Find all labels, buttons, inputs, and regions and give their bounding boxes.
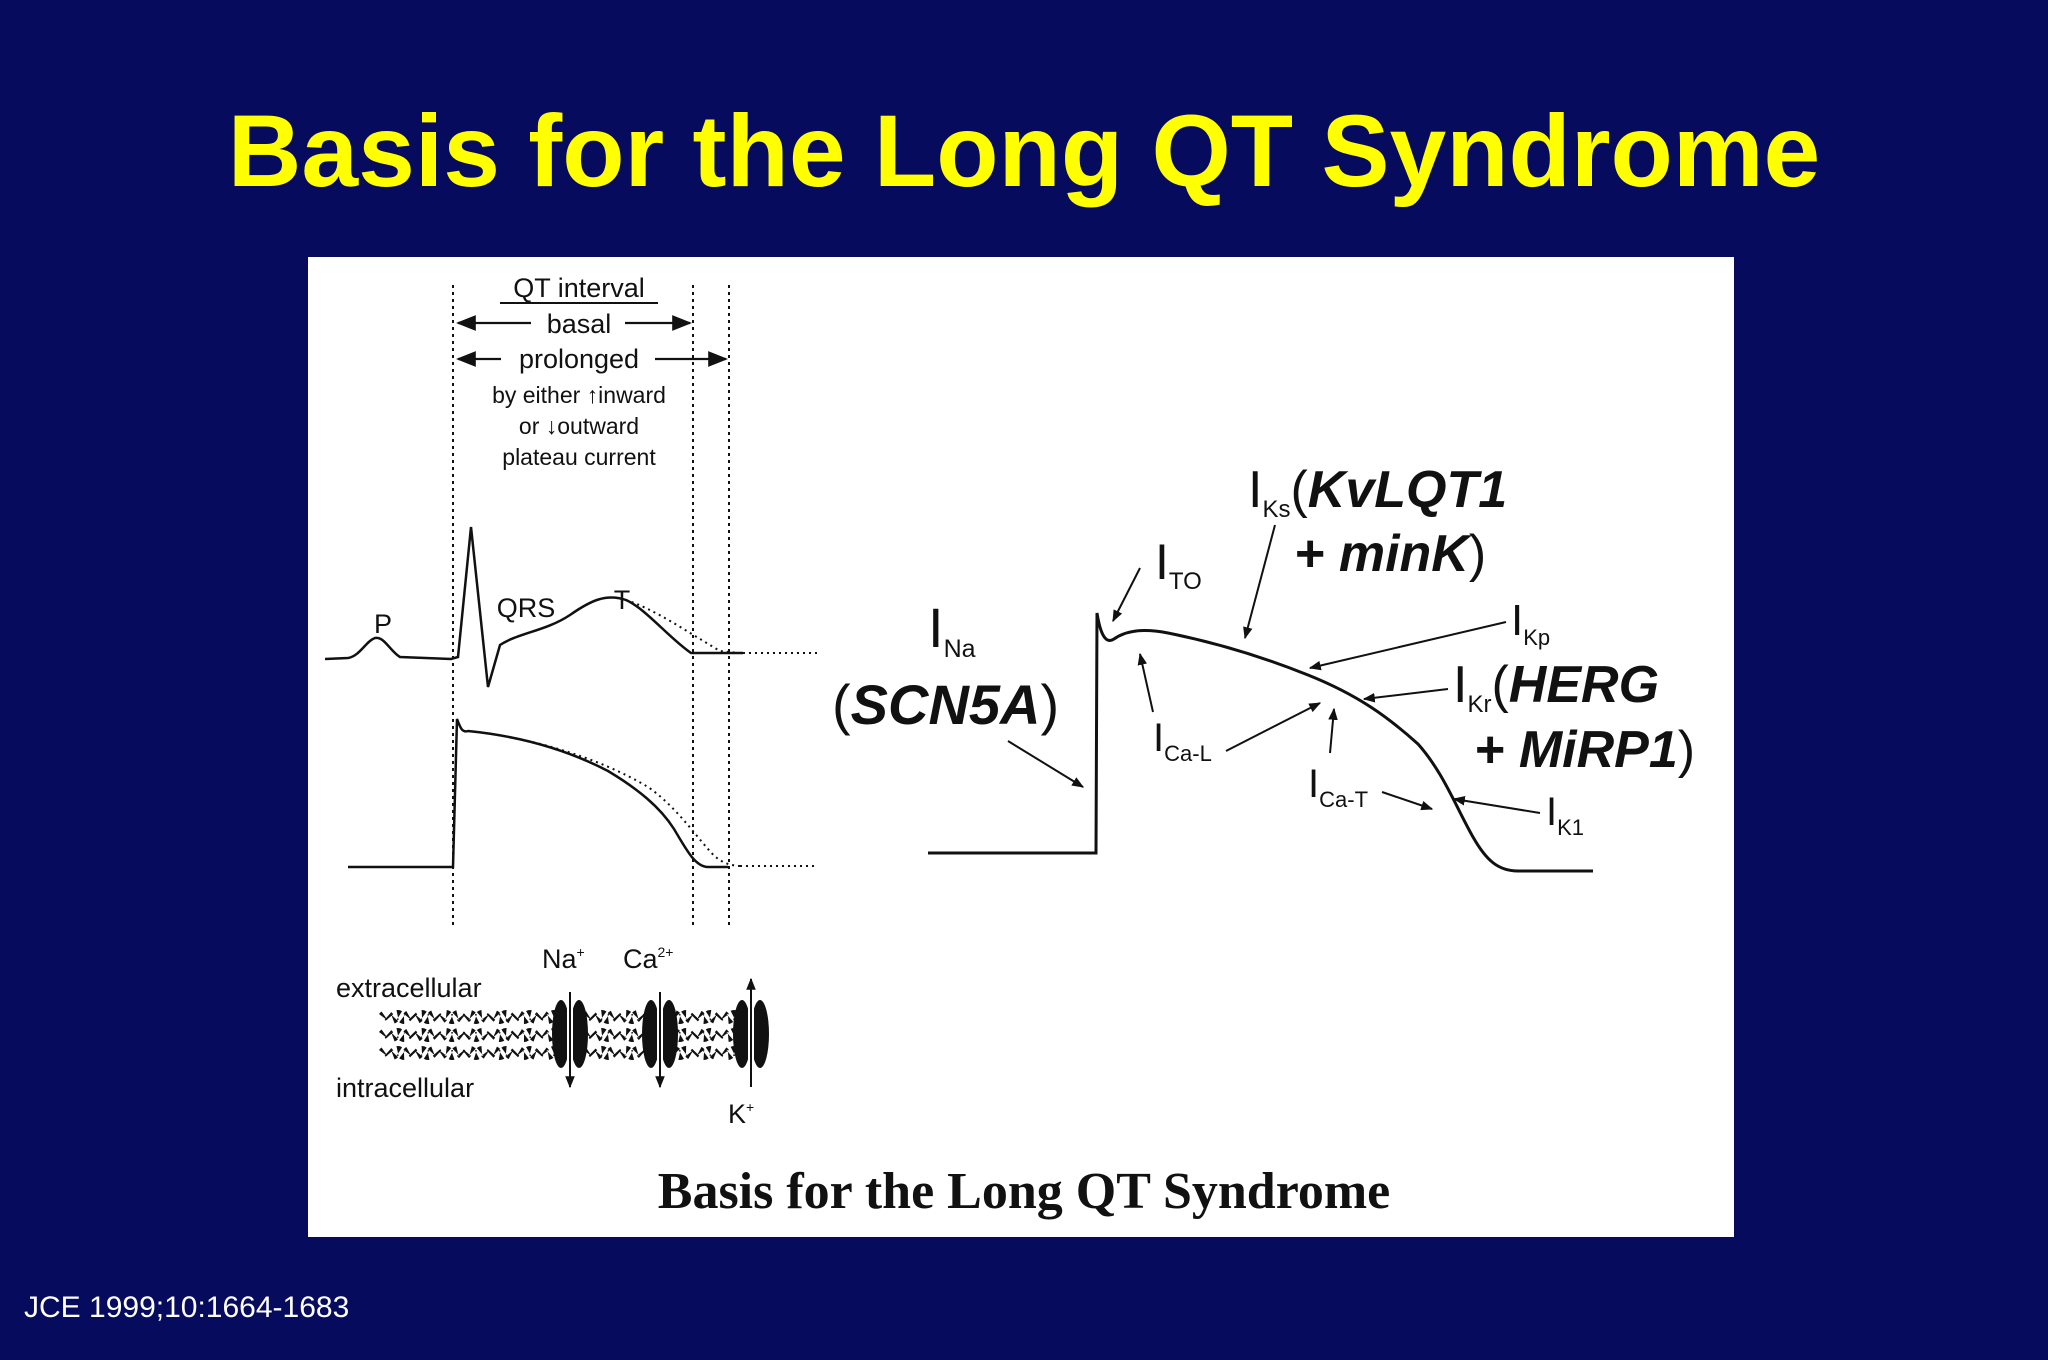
ecg-qrs-label: QRS	[497, 593, 556, 623]
ikr-gene-line-2: + MiRP1)	[1474, 721, 1695, 779]
ina-gene-label: (SCN5A)	[832, 673, 1059, 736]
icat-label: ICa-T	[1308, 762, 1368, 812]
iks-arrow	[1243, 524, 1276, 640]
prolonged-label: prolonged	[519, 344, 639, 374]
up-arrow-icon: ↑	[587, 382, 599, 408]
intracellular-label: intracellular	[336, 1073, 474, 1103]
explain-line-1: by either ↑inward	[492, 382, 666, 408]
ecg-t-label: T	[614, 585, 631, 615]
ca-ion-label: Ca2+	[623, 944, 673, 974]
ik1-label: IK1	[1546, 790, 1584, 840]
figure-panel: QT interval basal prolonged by either ↑i…	[308, 257, 1734, 1237]
icat-arrow-right	[1381, 791, 1434, 811]
long-qt-diagram: QT interval basal prolonged by either ↑i…	[324, 273, 1695, 1220]
iks-label: IKs(KvLQT1	[1248, 461, 1507, 523]
explain-line-2: or ↓outward	[519, 413, 639, 439]
ik1-arrow	[1452, 795, 1541, 814]
ikp-label: IKp	[1511, 596, 1550, 650]
ito-label: ITO	[1155, 534, 1202, 595]
ikr-arrow	[1362, 688, 1449, 703]
extracellular-label: extracellular	[336, 973, 482, 1003]
ecg-trace-prolonged	[625, 599, 739, 654]
ventricular-ap-trace	[928, 612, 1593, 873]
figure-caption: Basis for the Long QT Syndrome	[658, 1163, 1390, 1220]
iks-gene-line-2: + minK)	[1294, 525, 1486, 583]
ikp-arrow	[1308, 621, 1507, 671]
basal-label: basal	[547, 309, 612, 339]
explain-line-3: plateau current	[502, 444, 656, 470]
ecg-trace-basal	[324, 526, 743, 688]
ap-trace-prolonged	[467, 730, 741, 867]
na-channel	[552, 992, 588, 1089]
ical-arrow-to-plateau	[1137, 652, 1154, 713]
down-arrow-icon: ↓	[546, 413, 558, 439]
ina-arrow	[1007, 740, 1085, 788]
ical-label: ICa-L	[1153, 716, 1212, 766]
ina-label: INa	[928, 596, 976, 663]
k-ion-label: K+	[728, 1099, 754, 1129]
ca-channel	[642, 992, 678, 1089]
ito-arrow	[1112, 567, 1141, 623]
citation: JCE 1999;10:1664-1683	[24, 1291, 350, 1324]
ecg-p-label: P	[374, 609, 392, 639]
na-ion-label: Na+	[542, 944, 585, 974]
icat-arrow-up	[1328, 707, 1338, 754]
slide-title: Basis for the Long QT Syndrome	[227, 94, 1821, 208]
ikr-label: IKr(HERG	[1453, 656, 1659, 718]
qt-interval-title: QT interval	[513, 273, 645, 303]
ap-trace-basal	[348, 718, 728, 869]
k-channel	[733, 977, 769, 1087]
ical-arrow-to-curve	[1225, 702, 1322, 752]
